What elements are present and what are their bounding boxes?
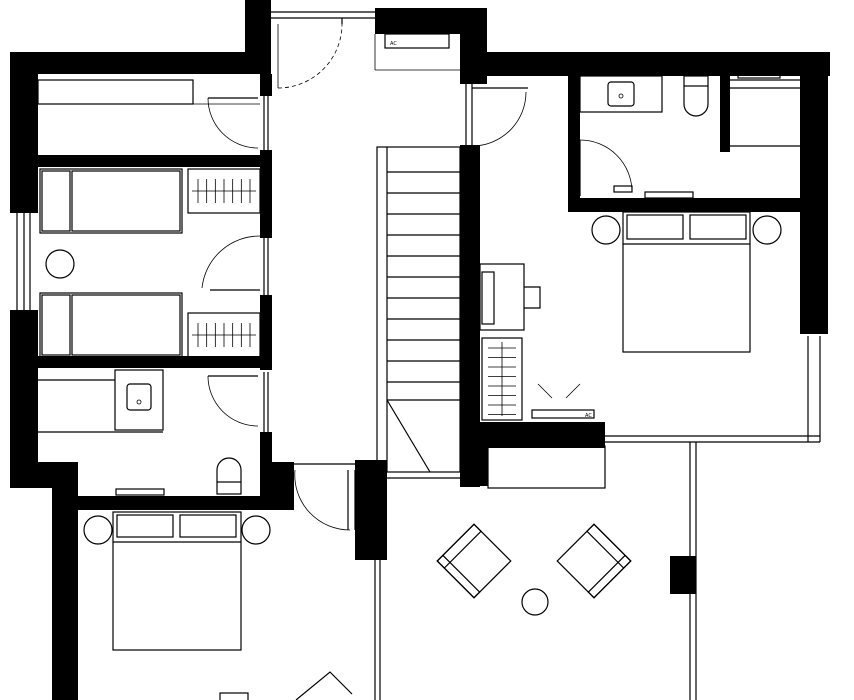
wall-right: [800, 52, 828, 334]
vanity-left: [114, 369, 164, 431]
bottom-left-bedroom: [83, 463, 381, 700]
wardrobe-top: [37, 79, 194, 105]
toilet-bowl-right: [683, 86, 709, 117]
wall-kids-top: [10, 155, 272, 167]
wall-left-upper: [10, 52, 38, 157]
terrace-planter: [487, 445, 606, 489]
double-bed-right: [622, 211, 751, 353]
stair-treads: [387, 171, 460, 383]
door-swing-bath-left: [207, 375, 259, 427]
wall-column-terrace: [670, 556, 696, 594]
hallway: AC: [271, 11, 460, 89]
ac-unit-right: [531, 409, 595, 419]
top-left-room: [37, 79, 269, 150]
radiator-right: [644, 191, 694, 199]
ac-airflow: [537, 383, 581, 399]
wardrobe-1-hangers: [192, 179, 256, 203]
wall-left-bedroom: [52, 462, 78, 700]
ac-label-right: AC: [585, 413, 592, 419]
wall-kids-bottom: [10, 356, 272, 368]
desk-chair-back: [481, 271, 495, 325]
sink-left: [126, 383, 152, 411]
pillow-left-b: [179, 514, 237, 538]
nightstand-4: [752, 215, 782, 245]
door-swing-kids: [201, 235, 261, 289]
left-bathroom: [38, 369, 269, 496]
pillow-1: [41, 170, 71, 232]
single-bed-2: [39, 292, 183, 358]
ac-unit-top: [384, 33, 450, 49]
desk-right: [479, 263, 525, 331]
staircase: [376, 146, 461, 473]
toilet-tank-right: [683, 75, 709, 87]
nightstand-2: [241, 515, 271, 545]
desk-chair: [524, 286, 541, 309]
wardrobe-2-hangers: [192, 323, 256, 347]
wall-stair-right: [460, 145, 480, 487]
wall-entrance-left: [245, 0, 271, 74]
toilet-tank-left: [216, 481, 242, 495]
wardrobe-2: [187, 312, 261, 358]
chair-corner: [295, 671, 353, 700]
door-swing-1: [207, 97, 259, 149]
door-swing-bedroom-left: [294, 469, 351, 531]
terrace: [387, 442, 697, 700]
wall-top-right: [460, 52, 830, 76]
pillow-right-a: [626, 214, 684, 240]
nightstand-3: [591, 215, 621, 245]
wall-bath-bottom: [568, 198, 808, 212]
right-bedroom: AC: [465, 84, 821, 443]
wardrobe-1: [187, 168, 261, 214]
wardrobe-right-hangers: [488, 342, 516, 416]
ac-label-top: AC: [390, 41, 397, 47]
pillow-right-b: [689, 214, 747, 240]
wall-closet-stub: [480, 446, 488, 486]
radiator-left: [115, 488, 165, 496]
walls: [10, 0, 830, 700]
side-table: [521, 588, 549, 616]
door-swing-bath-right: [579, 139, 633, 193]
lounge-chair-1: [436, 523, 512, 599]
right-bathroom: [573, 69, 800, 199]
pillow-left-a: [116, 514, 174, 538]
desk-item: [219, 692, 249, 700]
shower-bar: [737, 69, 781, 79]
wall-col-3: [260, 295, 272, 370]
lounge-chair-2: [556, 523, 632, 599]
wall-door-jamb: [268, 462, 294, 510]
wall-top-left: [10, 52, 268, 74]
double-bed-left: [112, 511, 242, 651]
wardrobe-right: [481, 337, 523, 421]
round-stool: [45, 249, 75, 279]
wall-closet-bottom: [460, 422, 605, 448]
wall-bath-partition: [720, 76, 730, 152]
left-windows: [16, 213, 31, 310]
single-bed-1: [39, 168, 183, 234]
nightstand-1: [83, 515, 113, 545]
kids-room: [39, 168, 269, 358]
door-swing-bedroom-right: [471, 91, 527, 147]
wall-col-2: [260, 150, 272, 238]
vanity-right: [579, 75, 663, 113]
wall-stair-bottom-left: [355, 460, 387, 560]
pillow-2: [41, 294, 71, 356]
toilet-bowl-left: [216, 457, 242, 482]
wall-col-1: [260, 74, 272, 96]
entrance-door-swing: [277, 23, 343, 89]
wall-bedroom-top: [78, 496, 272, 510]
